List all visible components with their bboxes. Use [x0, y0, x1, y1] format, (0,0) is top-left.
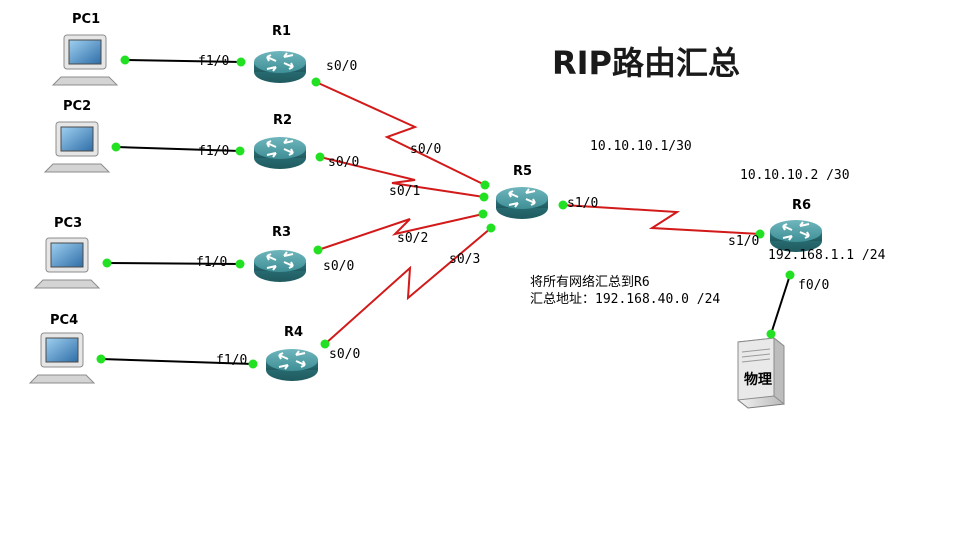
summary-note-line1: 将所有网络汇总到R6	[530, 274, 650, 290]
link-pc4-r4	[100, 358, 254, 365]
r6-link-address: 10.10.10.2 /30	[740, 168, 850, 183]
summary-note-line2: 汇总地址：192.168.40.0 /24	[530, 292, 720, 307]
r4-label: R4	[284, 325, 303, 340]
r5-s00-port-label: s0/0	[410, 142, 441, 157]
r3-f-port-label: f1/0	[196, 255, 227, 270]
serial-links	[315, 81, 761, 345]
link-r6-server	[770, 274, 791, 335]
link-r2-r5	[319, 156, 485, 198]
link-r5-r6	[562, 204, 761, 235]
r4-s-port-label: s0/0	[329, 347, 360, 362]
r2-s-port-label: s0/0	[328, 155, 359, 170]
server-icon[interactable]: 物理	[737, 336, 785, 409]
r1-s-port-label: s0/0	[326, 59, 357, 74]
pc4-icon[interactable]	[29, 332, 95, 384]
r5-s03-port-label: s0/3	[449, 252, 480, 267]
ethernet-links	[100, 59, 791, 365]
server-label: 物理	[744, 371, 772, 388]
r3-label: R3	[272, 225, 291, 240]
router-r3-icon[interactable]	[253, 249, 307, 283]
pc3-icon[interactable]	[34, 237, 100, 289]
r1-f-port-label: f1/0	[198, 54, 229, 69]
router-r4-icon[interactable]	[265, 348, 319, 382]
r2-f-port-label: f1/0	[198, 144, 229, 159]
pc2-label: PC2	[63, 99, 91, 114]
diagram-title: RIP路由汇总	[552, 44, 740, 82]
r2-label: R2	[273, 113, 292, 128]
r3-s-port-label: s0/0	[323, 259, 354, 274]
r1-label: R1	[272, 24, 291, 39]
link-r3-r5	[317, 213, 484, 251]
r5-label: R5	[513, 164, 532, 179]
router-r5-icon[interactable]	[495, 186, 549, 220]
link-pc2-r2	[115, 146, 241, 152]
port-dots	[96, 55, 795, 369]
r5-s02-port-label: s0/2	[397, 231, 428, 246]
r5-s10-port-label: s1/0	[567, 196, 598, 211]
r6-label: R6	[792, 198, 811, 213]
r5-link-address: 10.10.10.1/30	[590, 139, 692, 154]
pc1-icon[interactable]	[52, 34, 118, 86]
link-pc3-r3	[106, 262, 241, 265]
r5-s01-port-label: s0/1	[389, 184, 420, 199]
pc4-label: PC4	[50, 313, 78, 328]
r4-f-port-label: f1/0	[216, 353, 247, 368]
link-r1-r5	[315, 81, 486, 186]
r6-lan-address: 192.168.1.1 /24	[768, 248, 886, 263]
r6-s-port-label: s1/0	[728, 234, 759, 249]
link-r4-r5	[324, 227, 492, 345]
router-r2-icon[interactable]	[253, 136, 307, 170]
link-pc1-r1	[124, 59, 242, 63]
pc3-label: PC3	[54, 216, 82, 231]
pc2-icon[interactable]	[44, 121, 110, 173]
router-r1-icon[interactable]	[253, 50, 307, 84]
r6-f-port-label: f0/0	[798, 278, 829, 293]
pc1-label: PC1	[72, 12, 100, 27]
